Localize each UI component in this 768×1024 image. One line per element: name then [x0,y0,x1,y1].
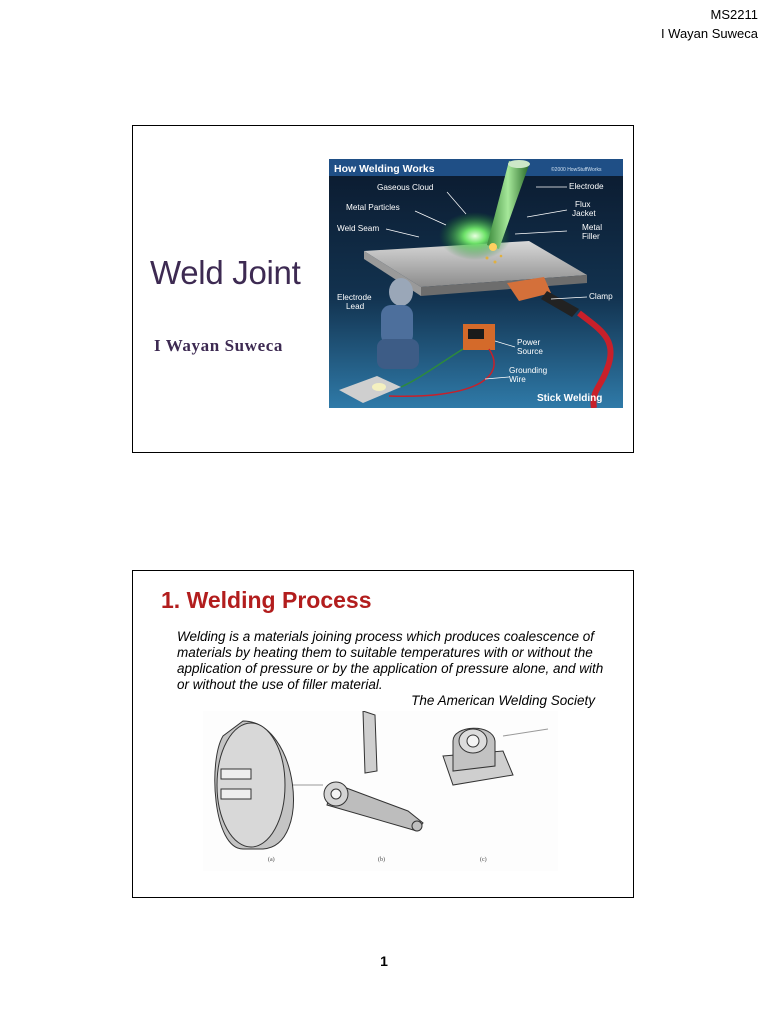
banner-title: How Welding Works [334,163,435,175]
label-source: Source [517,347,543,356]
label-wire: Wire [509,375,526,384]
label-lead: Lead [346,302,365,311]
slide-author: I Wayan Suweca [154,336,284,355]
caption-b: (b) [378,856,385,863]
label-gaseous-cloud: Gaseous Cloud [377,183,434,192]
course-code: MS2211 [710,7,758,22]
page-number: 1 [380,953,388,969]
slide-1: Weld Joint I Wayan Suweca [132,125,634,453]
slide-title: Weld Joint [150,254,301,291]
label-jacket: Jacket [572,209,596,218]
label-clamp: Clamp [589,292,613,301]
section-title: 1. Welding Process [161,587,372,613]
footer-stick-welding: Stick Welding [537,393,602,404]
label-grounding: Grounding [509,366,548,375]
header-author: I Wayan Suweca [660,26,758,41]
caption-c: (c) [480,856,487,863]
quote-text: Welding is a materials joining process w… [177,629,604,692]
label-flux: Flux [575,200,590,209]
quote-source: The American Welding Society [411,693,595,708]
slide-2: 1. Welding Process Welding is a material… [132,570,634,898]
page-header: MS2211 I Wayan Suweca [661,5,758,43]
definition-quote: Welding is a materials joining process w… [177,629,617,709]
welded-parts-drawing: (a) (b) (c) [203,711,558,871]
label-power: Power [517,338,540,347]
label-metal: Metal [582,223,602,232]
label-weld-seam: Weld Seam [337,224,379,233]
stick-welding-illustration: How Welding Works ©2000 HowStuffWorks [329,159,623,408]
caption-a: (a) [268,856,275,863]
label-filler: Filler [582,232,600,241]
label-electrode: Electrode [569,182,604,191]
copyright-text: ©2000 HowStuffWorks [551,166,602,173]
label-electrode-lead: Electrode [337,293,372,302]
label-metal-particles: Metal Particles [346,203,400,212]
